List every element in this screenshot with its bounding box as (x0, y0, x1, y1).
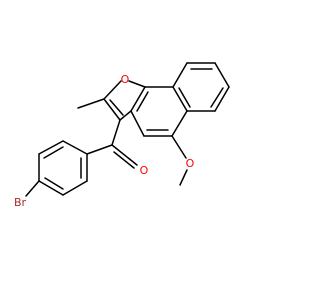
bond (109, 99, 124, 116)
bond (210, 87, 224, 108)
molecule-structure: O O O Br (14, 62, 230, 209)
atom-label-oxygen-carbonyl: O (140, 164, 149, 177)
bond (171, 110, 188, 137)
bond (172, 62, 188, 88)
bond (111, 119, 121, 146)
bond (25, 180, 40, 197)
bond (214, 62, 230, 88)
bond (62, 180, 88, 196)
bond (44, 177, 64, 190)
bond (111, 144, 138, 166)
bond (136, 91, 149, 112)
bond (38, 140, 64, 155)
bond (172, 86, 188, 112)
bond (103, 80, 122, 100)
bond (214, 86, 230, 112)
bond (171, 135, 187, 159)
bond (128, 80, 146, 88)
structure-canvas: O O O Br (14, 62, 230, 209)
bond (113, 151, 135, 169)
bond (178, 87, 191, 108)
bond (62, 140, 88, 155)
bond (43, 146, 64, 159)
atom-label-bromine: Br (14, 196, 27, 209)
bond (179, 169, 188, 186)
bond (103, 98, 121, 121)
atom-label-oxygen-furan: O (121, 73, 130, 86)
bond (130, 86, 146, 112)
bond (119, 110, 132, 121)
bond (130, 110, 145, 137)
bond (38, 180, 64, 196)
atom-label-oxygen-methoxy: O (186, 157, 195, 170)
bond (86, 144, 113, 155)
bond (77, 98, 105, 109)
